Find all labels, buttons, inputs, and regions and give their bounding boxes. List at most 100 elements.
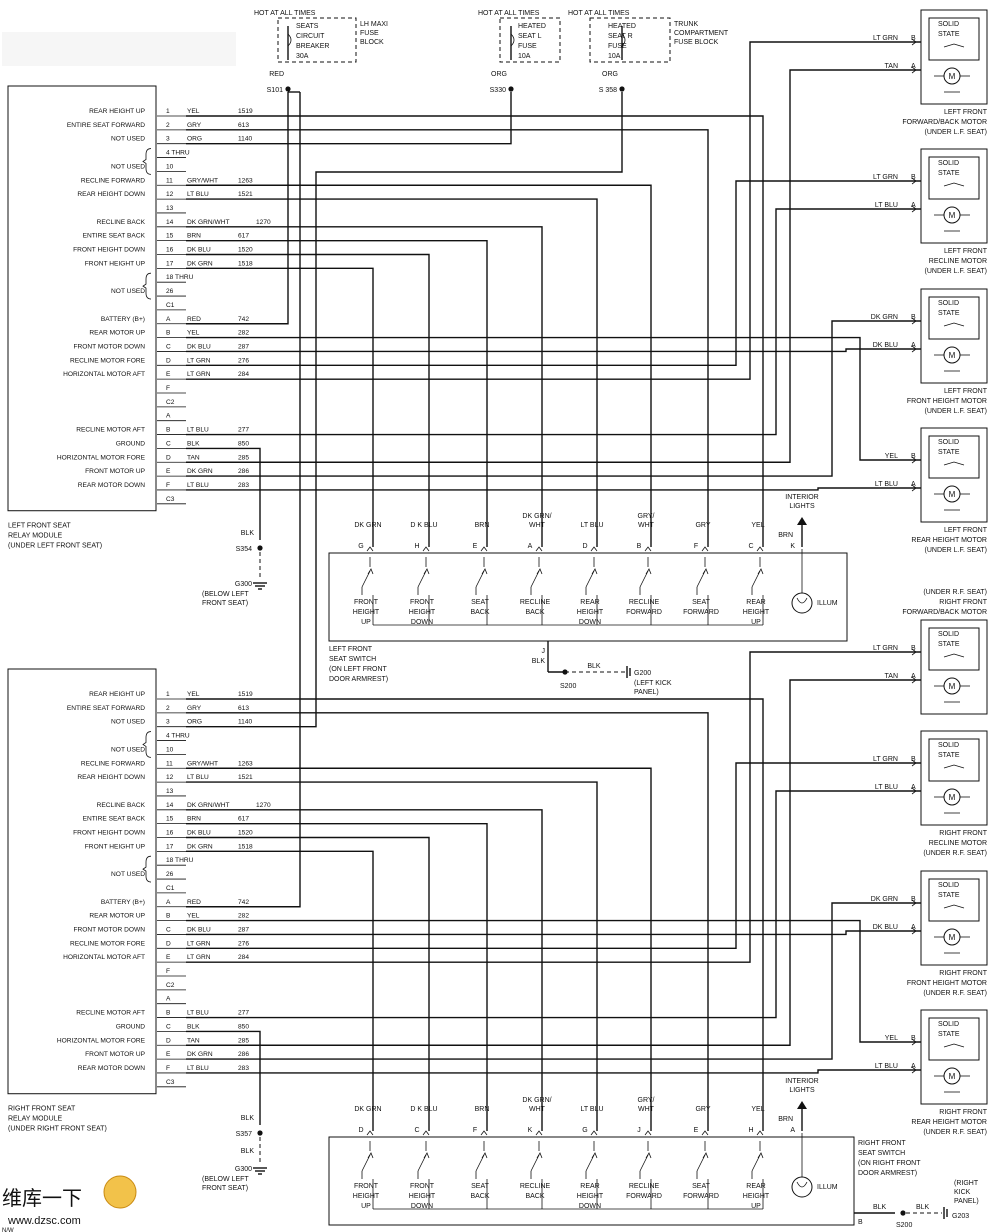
module-title: (UNDER LEFT FRONT SEAT) [8, 543, 102, 550]
ground-splice-dot [257, 1130, 263, 1136]
module-pin: D [166, 940, 171, 947]
switch-function-label: HEIGHT [409, 609, 436, 616]
motor-label: (UNDER L.F. SEAT) [925, 129, 988, 136]
motor-symbol: M [949, 211, 956, 220]
motor-wire-color: LT GRN [873, 35, 898, 42]
module-pin-label: REAR MOTOR UP [89, 913, 145, 920]
module-pin: 12 [166, 774, 174, 781]
motor-pin: B [911, 756, 916, 763]
connector-arrow [911, 648, 917, 656]
module-pin-label: RECLINE MOTOR FORE [70, 357, 146, 364]
module-pin: E [166, 468, 171, 475]
switch-function-label: HEIGHT [409, 1193, 436, 1200]
module-pin-label: GROUND [116, 1023, 146, 1030]
module-wire-color: BRN [187, 233, 201, 240]
module-pin: C [166, 926, 171, 933]
switch-wire [186, 267, 374, 547]
module-wire-color: DK GRN [187, 843, 213, 850]
module-pin: F [166, 482, 170, 489]
module-pin: F [166, 968, 170, 975]
module-wire-color: LT BLU [187, 427, 209, 434]
ground-wire [186, 1030, 261, 1125]
solid-state-label: STATE [938, 641, 960, 648]
switch-function-label: UP [751, 619, 761, 626]
solid-state-contact [943, 322, 965, 327]
switch-wire-color: LT BLU [580, 522, 603, 529]
module-wire-color: DK GRN [187, 1051, 213, 1058]
fuse-block-outline [499, 17, 561, 63]
motor-pin: A [911, 924, 916, 931]
motor-pin: A [911, 481, 916, 488]
motor-feed-wire [186, 790, 900, 1019]
module-wire-color: YEL [187, 330, 200, 337]
module-circuit: 850 [238, 440, 249, 447]
module-circuit: 276 [238, 357, 249, 364]
switch-title: DOOR ARMREST) [329, 676, 388, 683]
switch-wire [186, 822, 488, 1131]
fuse-text: CIRCUIT [296, 33, 325, 40]
connector-arrow [756, 1130, 764, 1136]
switch-wire-color: GRY/ [638, 1097, 655, 1104]
module-title: LEFT FRONT SEAT [8, 523, 71, 530]
connector-arrow [911, 759, 917, 767]
fuse-text: 10A [608, 53, 621, 60]
module-pin: C [166, 440, 171, 447]
module-circuit: 613 [238, 122, 249, 129]
switch-pin: E [694, 1127, 699, 1134]
interior-lights-pin: K [790, 543, 795, 550]
module-pin: B [166, 1010, 171, 1017]
module-pin: 4 THRU [166, 733, 190, 740]
not-used-brace [142, 272, 152, 300]
switch-title: DOOR ARMREST) [858, 1170, 917, 1177]
solid-state-label: STATE [938, 752, 960, 759]
module-pin: B [166, 427, 171, 434]
ground-name: G300 [235, 1166, 252, 1173]
motor-outline [920, 427, 988, 523]
switch-blade [639, 570, 649, 588]
module-pin: 17 [166, 260, 174, 267]
module-circuit: 284 [238, 954, 249, 961]
switch-function-label: DOWN [411, 1203, 433, 1210]
motor-feed-wire [186, 320, 900, 477]
switch-wire-color: BRN [475, 522, 490, 529]
module-wire-color: DK BLU [187, 830, 211, 837]
motor-pin: B [911, 453, 916, 460]
interior-lights-label: LIGHTS [789, 1087, 815, 1094]
fuse-text: SEAT R [608, 33, 633, 40]
interior-lights-wire-color: BRN [778, 532, 793, 539]
module-circuit: 1519 [238, 108, 253, 115]
module-pin: 3 [166, 136, 170, 143]
switch-wire [186, 781, 598, 1131]
module-wire-color: YEL [187, 691, 200, 698]
switch-function-label: RECLINE [520, 599, 551, 606]
switch-function-label: REAR [746, 599, 765, 606]
connector-arrow [422, 1130, 430, 1136]
switch-pin: K [528, 1127, 533, 1134]
switch-ground-wire-color: BLK [532, 658, 546, 665]
interior-lights-label: INTERIOR [785, 494, 818, 501]
module-pin-label: HORIZONTAL MOTOR AFT [63, 954, 145, 961]
module-circuit: 1140 [238, 719, 253, 726]
interior-lights-label: LIGHTS [789, 503, 815, 510]
module-wire-color: LT GRN [187, 940, 211, 947]
module-pin-label: NOT USED [111, 288, 145, 295]
motor-wire-color: TAN [885, 673, 898, 680]
switch-blade [475, 1154, 485, 1172]
solid-state-label: STATE [938, 31, 960, 38]
ground-note: (BELOW LEFT [202, 1176, 249, 1183]
switch-pin: E [473, 543, 478, 550]
module-pin: A [166, 899, 171, 906]
module-circuit: 287 [238, 926, 249, 933]
switch-ground-splice-label: S200 [560, 683, 576, 690]
motor-pin: B [911, 174, 916, 181]
switch-title: SEAT SWITCH [329, 656, 376, 663]
module-circuit: 1263 [238, 760, 253, 767]
module-pin: 13 [166, 788, 174, 795]
module-circuit: 282 [238, 913, 249, 920]
motor-feed-wire [186, 919, 900, 1043]
